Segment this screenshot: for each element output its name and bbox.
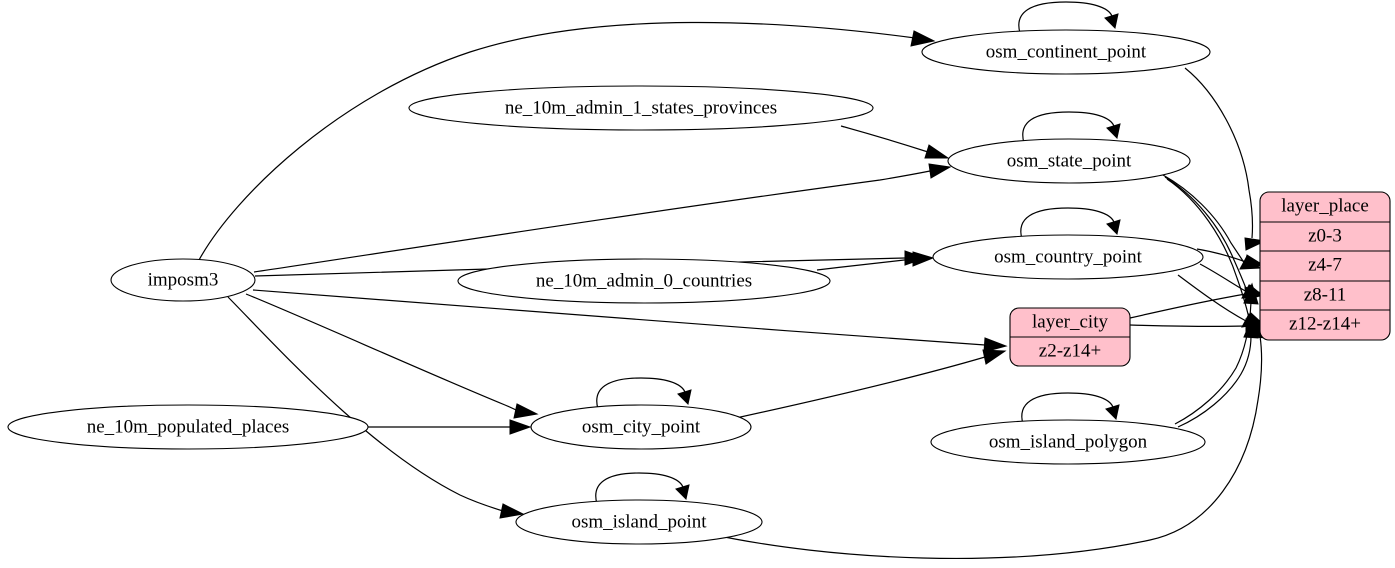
- layer_place-row-0-label: z0-3: [1308, 225, 1342, 246]
- node-ne_10m_admin_0_countries[interactable]: ne_10m_admin_0_countries: [457, 258, 831, 304]
- edge-imposm3-to-osm_continent_point: [198, 21, 936, 261]
- node-osm_city_point[interactable]: osm_city_point: [530, 404, 752, 450]
- edge-osm_continent_point-to-layer_place-z0-3: [1184, 67, 1267, 251]
- node-ne_states-label: ne_10m_admin_1_states_provinces: [505, 97, 777, 118]
- node-imposm3[interactable]: imposm3: [110, 258, 256, 302]
- layer_place-row-2-label: z8-11: [1304, 284, 1347, 305]
- node-osm_island_point-label: osm_island_point: [571, 511, 707, 532]
- record-node-layer: layer_city z2-z14+ layer_place z0-3 z4-7…: [1009, 191, 1391, 367]
- edge-imposm3-to-osm_island_point: [227, 296, 525, 519]
- node-ne_countries-label: ne_10m_admin_0_countries: [536, 270, 752, 291]
- node-imposm3-label: imposm3: [148, 269, 219, 290]
- node-layer: imposm3 ne_10m_admin_1_states_provinces …: [7, 29, 1211, 545]
- self-loop-osm_continent_point: [1018, 1, 1119, 34]
- edge-osm_country_point-to-layer_place-z4-7: [1196, 248, 1265, 269]
- edge-osm_city_point-to-layer_city: [735, 349, 1007, 419]
- node-osm_country_point[interactable]: osm_country_point: [932, 234, 1204, 280]
- self-loop-osm_country_point: [1020, 207, 1121, 240]
- node-ne_10m_admin_1_states_provinces[interactable]: ne_10m_admin_1_states_provinces: [408, 85, 874, 131]
- edge-layer: [198, 1, 1268, 559]
- layer_city-row-0-label: z2-z14+: [1039, 340, 1101, 361]
- layer_place-row-1-label: z4-7: [1308, 254, 1342, 275]
- node-ne_10m_populated_places[interactable]: ne_10m_populated_places: [7, 404, 369, 450]
- self-loop-osm_city_point: [596, 377, 692, 410]
- layer_place-header-label: layer_place: [1281, 195, 1369, 216]
- node-osm_island_point[interactable]: osm_island_point: [515, 499, 763, 545]
- node-osm_state_point-label: osm_state_point: [1007, 150, 1132, 171]
- edge-imposm3-to-osm_state_point: [253, 163, 952, 273]
- layer_place-row-3-label: z12-z14+: [1289, 313, 1361, 334]
- node-osm_continent_point[interactable]: osm_continent_point: [921, 29, 1211, 75]
- edge-imposm3-to-osm_city_point: [245, 293, 539, 419]
- node-osm_island_polygon[interactable]: osm_island_polygon: [930, 419, 1206, 465]
- node-ne_places-label: ne_10m_populated_places: [87, 416, 290, 437]
- layer_city-header-label: layer_city: [1032, 311, 1108, 332]
- self-loop-osm_island_point: [595, 472, 690, 505]
- node-osm_state_point[interactable]: osm_state_point: [947, 138, 1191, 184]
- node-osm_continent_point-label: osm_continent_point: [986, 41, 1147, 62]
- node-osm_city_point-label: osm_city_point: [582, 416, 701, 437]
- edge-osm_island_polygon-to-layer_place-z12-z14: [1177, 316, 1259, 428]
- self-loop-osm_state_point: [1022, 111, 1121, 144]
- edge-ne_countries-to-osm_country_point: [816, 251, 935, 271]
- edge-osm_state_point-to-layer_place-z8-11: [1164, 176, 1263, 299]
- edge-osm_island_polygon-to-layer_place-z8-11: [1174, 282, 1259, 425]
- node-layer_place[interactable]: layer_place z0-3 z4-7 z8-11 z12-z14+: [1259, 191, 1391, 341]
- node-osm_country_point-label: osm_country_point: [994, 246, 1142, 267]
- node-layer_city[interactable]: layer_city z2-z14+: [1009, 307, 1131, 367]
- self-loop-osm_island_polygon: [1021, 392, 1120, 425]
- edge-imposm3-to-layer_city: [252, 289, 1008, 353]
- edge-ne_states-to-osm_state_point: [840, 125, 950, 159]
- edge-ne_places-to-osm_city_point: [368, 419, 532, 435]
- node-osm_island_polygon-label: osm_island_polygon: [989, 431, 1148, 452]
